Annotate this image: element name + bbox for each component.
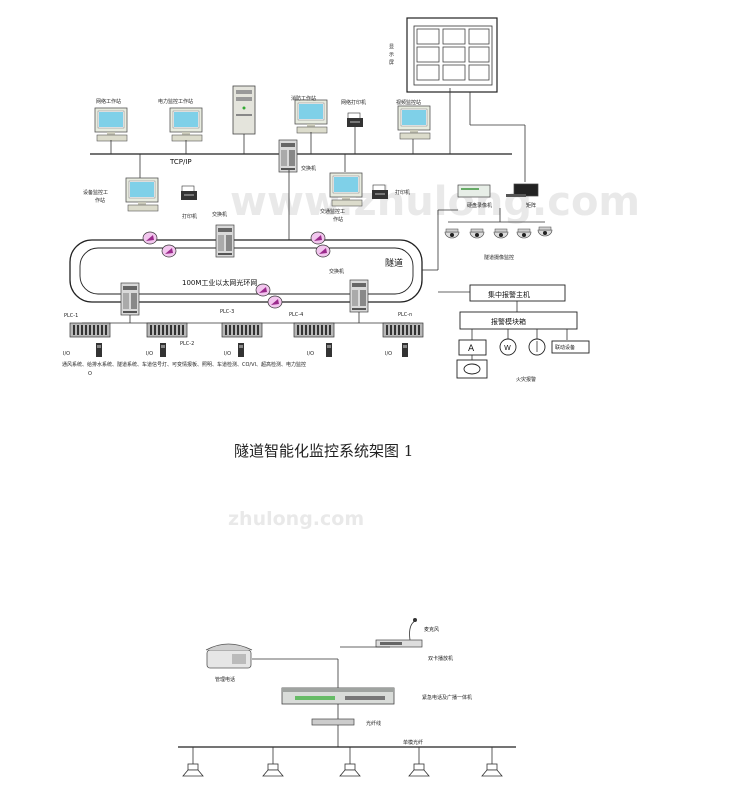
label-alarm-a: A	[468, 344, 475, 354]
microphone: 麦克风	[409, 618, 439, 641]
fiber-transceiver: 光纤线	[311, 718, 381, 727]
dvr: 硬盘录像机	[457, 184, 492, 209]
label-plc-1: PLC-1	[64, 313, 78, 319]
alarm-system: 集中报警主机 报警模块箱 A W 联动设备 火灾报警	[438, 284, 590, 383]
io-row: I/O I/O I/O I/O I/O	[63, 343, 408, 357]
label-plc-n: PLC-n	[398, 312, 412, 318]
workstation-traffic: 交通监控工 作站	[320, 154, 363, 223]
label-video-ws: 视频监控站	[396, 99, 421, 106]
speakers	[182, 763, 503, 777]
label-linkage: 联动设备	[555, 344, 575, 351]
screen-label: 显 示 屏	[389, 44, 394, 66]
server-tower	[232, 85, 256, 135]
label-ring-switch-1: 交换机	[212, 211, 227, 218]
subsystems-o: O	[88, 371, 92, 377]
label-plc-3: PLC-3	[220, 309, 234, 315]
label-traffic-ws-1: 交通监控工	[320, 208, 345, 215]
label-alarm-host: 集中报警主机	[488, 290, 530, 299]
label-host: 紧急电话及广播一体机	[422, 694, 472, 701]
phone: 管理电话	[205, 643, 253, 683]
label-plc-4: PLC-4	[289, 312, 303, 318]
label-cameras: 隧道摄像监控	[484, 254, 514, 261]
workstation-power: 电力监控工作站	[158, 98, 203, 142]
label-alarm-module: 报警模块箱	[491, 317, 526, 326]
label-fire-alarm: 火灾报警	[516, 376, 536, 383]
screen-label-2: 示	[389, 52, 394, 58]
label-dvr: 硬盘录像机	[467, 202, 492, 209]
watermark-main: www.zhulong.com	[230, 179, 640, 225]
label-printer-right: 打印机	[395, 189, 410, 196]
network-printer: 网络打印机	[341, 99, 366, 128]
core-switch: 交换机	[278, 139, 316, 173]
label-matrix: 矩阵	[526, 202, 536, 209]
workstation-network: 网络工作站	[94, 98, 128, 142]
workstation-equipment: 设备监控工 作站	[83, 154, 159, 212]
label-fire-ws: 消防工作站	[291, 95, 316, 102]
subsystems-list: 通风系统、给排水系统、隧道系统、车道信号灯、可变情报板、照明、车道检测、CO/V…	[62, 361, 306, 368]
broadcast-host: 紧急电话及广播一体机	[281, 687, 472, 705]
label-power-ws: 电力监控工作站	[158, 98, 193, 105]
workstation-video: 视频监控站	[396, 99, 431, 140]
label-io-2: I/O	[146, 351, 153, 357]
ring-couplers	[142, 231, 331, 309]
label-printer-left: 打印机	[182, 213, 197, 220]
label-io-5: I/O	[385, 351, 392, 357]
fiber-ring: 隧道 100M工业以太网光环网	[69, 170, 458, 303]
watermark-secondary: zhulong.com	[228, 508, 364, 530]
camera-group: 隧道摄像监控	[444, 208, 553, 261]
label-dual-card: 双卡播放机	[428, 655, 453, 662]
label-phone: 管理电话	[215, 676, 235, 683]
printer-right: 打印机	[371, 184, 410, 200]
label-network-ws: 网络工作站	[96, 98, 121, 105]
label-equipment-ws-2: 作站	[95, 197, 105, 204]
matrix: 矩阵	[506, 183, 539, 209]
workstation-fire: 消防工作站	[291, 95, 328, 134]
broadcast-diagram: 麦克风 双卡播放机 管理电话 紧急电话及广播一体机	[178, 618, 516, 777]
label-tcpip: TCP/IP	[169, 158, 192, 166]
label-net-printer: 网络打印机	[341, 99, 366, 106]
ring-switches: 交换机 交换机	[120, 211, 369, 316]
label-io-4: I/O	[307, 351, 314, 357]
label-alarm-w: W	[504, 344, 511, 352]
watermark: www.zhulong.com zhulong.com	[228, 179, 640, 530]
display-wall	[406, 17, 498, 93]
label-ring-switch-2: 交换机	[329, 268, 344, 275]
printer-left: 打印机	[180, 185, 198, 220]
label-plc-2: PLC-2	[180, 341, 194, 347]
plc-row: PLC-1 PLC-2 PLC-3 PLC-4 PLC-n	[64, 309, 424, 347]
label-tunnel: 隧道	[385, 257, 403, 269]
label-fiber: 光纤线	[366, 720, 381, 727]
label-core-switch: 交换机	[301, 165, 316, 172]
caption: 隧道智能化监控系统架图 1	[234, 442, 413, 460]
label-equipment-ws-1: 设备监控工	[83, 189, 108, 196]
screen-label-1: 显	[389, 44, 394, 50]
label-io-3: I/O	[224, 351, 231, 357]
label-mic: 麦克风	[424, 626, 439, 633]
tcpip-bus: TCP/IP	[90, 88, 526, 182]
dual-card-player: 双卡播放机	[375, 639, 453, 662]
label-io-1: I/O	[63, 351, 70, 357]
label-bus: 单模光纤	[403, 739, 423, 746]
label-ring: 100M工业以太网光环网	[182, 278, 257, 287]
label-traffic-ws-2: 作站	[333, 216, 343, 223]
screen-label-3: 屏	[389, 60, 394, 66]
